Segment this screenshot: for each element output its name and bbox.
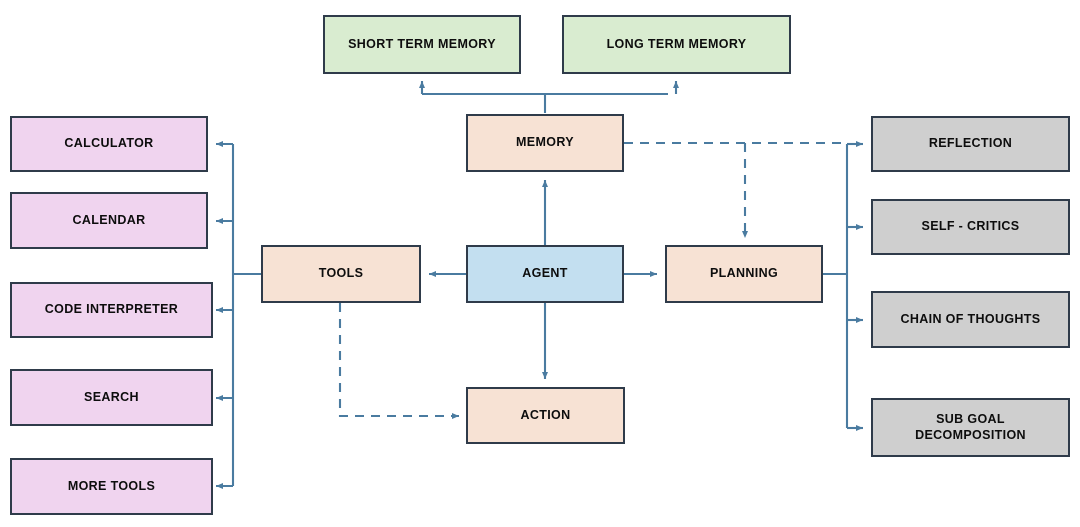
- node-planning[interactable]: PLANNING: [665, 245, 823, 303]
- node-label: SEARCH: [84, 389, 139, 404]
- node-tools[interactable]: TOOLS: [261, 245, 421, 303]
- node-label: TOOLS: [318, 266, 364, 281]
- node-agent[interactable]: AGENT: [466, 245, 624, 303]
- node-tool-more-tools[interactable]: MORE TOOLS: [10, 458, 213, 515]
- node-label: CHAIN OF THOUGHTS: [900, 311, 1041, 326]
- node-label: CALENDAR: [72, 212, 146, 227]
- node-memory[interactable]: MEMORY: [466, 114, 624, 172]
- node-label: AGENT: [522, 266, 568, 281]
- node-technique-reflection[interactable]: REFLECTION: [871, 116, 1070, 172]
- node-long-term-memory[interactable]: LONG TERM MEMORY: [562, 15, 791, 74]
- node-label: SHORT TERM MEMORY: [348, 36, 496, 51]
- node-label: LONG TERM MEMORY: [606, 36, 747, 51]
- node-label: ACTION: [520, 407, 571, 422]
- node-action[interactable]: ACTION: [466, 387, 625, 444]
- node-technique-self-critics[interactable]: SELF - CRITICS: [871, 199, 1070, 255]
- node-label: CALCULATOR: [64, 136, 154, 151]
- node-label: MORE TOOLS: [67, 478, 156, 493]
- node-label: SELF - CRITICS: [921, 219, 1020, 234]
- node-short-term-memory[interactable]: SHORT TERM MEMORY: [323, 15, 521, 74]
- node-tool-code-interpreter[interactable]: CODE INTERPRETER: [10, 282, 213, 338]
- node-label: REFLECTION: [928, 136, 1013, 151]
- node-technique-chain-of-thoughts[interactable]: CHAIN OF THOUGHTS: [871, 291, 1070, 348]
- node-tool-search[interactable]: SEARCH: [10, 369, 213, 426]
- node-label: PLANNING: [709, 266, 779, 281]
- node-label: MEMORY: [516, 135, 574, 150]
- node-tool-calculator[interactable]: CALCULATOR: [10, 116, 208, 172]
- node-tool-calendar[interactable]: CALENDAR: [10, 192, 208, 249]
- node-label: CODE INTERPRETER: [44, 302, 179, 317]
- wire-tools-dashed-to-action: [338, 303, 459, 419]
